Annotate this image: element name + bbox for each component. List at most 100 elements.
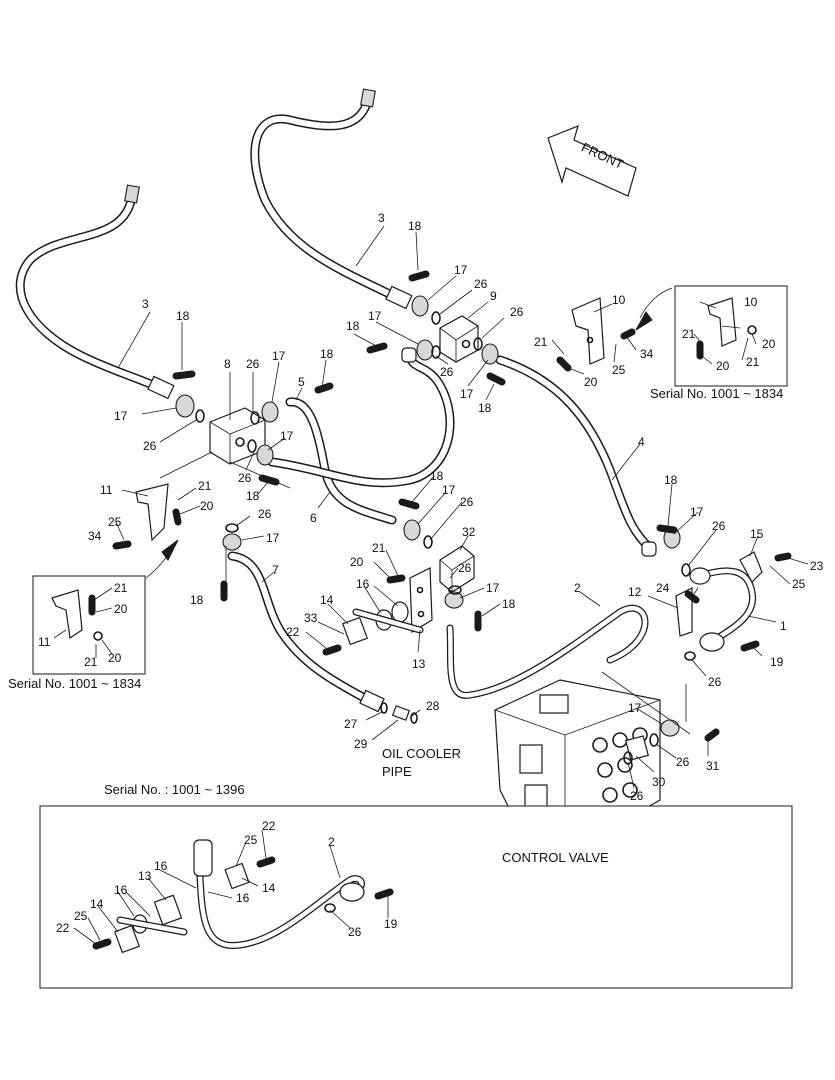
callout: 26 <box>630 789 644 803</box>
callout: 11 <box>100 483 113 497</box>
callout: 6 <box>310 511 317 525</box>
callout: 26 <box>460 495 474 509</box>
callout: 17 <box>442 483 456 497</box>
callout: 31 <box>706 759 720 773</box>
callout: 28 <box>426 699 440 713</box>
pipe-2 <box>446 604 649 699</box>
callout: 16 <box>114 883 128 897</box>
control-valve-label: CONTROL VALVE <box>502 850 609 865</box>
callout: 18 <box>176 309 190 323</box>
callout: 21 <box>114 581 128 595</box>
callout: 26 <box>510 305 524 319</box>
callout: 17 <box>280 429 294 443</box>
pipe-1 <box>689 567 757 652</box>
callout: 33 <box>304 611 318 625</box>
callout: 10 <box>612 293 626 307</box>
callout: 18 <box>320 347 334 361</box>
callout: 21 <box>198 479 212 493</box>
hose-6 <box>267 347 455 488</box>
callout: 18 <box>246 489 260 503</box>
callout: 21 <box>534 335 548 349</box>
callout: 18 <box>346 319 360 333</box>
clamp-15 <box>739 551 763 583</box>
front-direction-arrow: FRONT <box>547 124 637 197</box>
callout: 26 <box>238 471 252 485</box>
callout: 7 <box>272 563 279 577</box>
callout: 16 <box>236 891 250 905</box>
bracket-13 <box>409 567 433 634</box>
callout-numbers: 3 18 17 26 3 18 17 26 9 26 18 17 26 17 1… <box>8 211 824 939</box>
hose-5 <box>285 397 397 525</box>
callout: 30 <box>652 775 666 789</box>
callout: 20 <box>350 555 364 569</box>
callout: 26 <box>258 507 272 521</box>
callout: 34 <box>88 529 102 543</box>
callout: 32 <box>462 525 476 539</box>
callout: 14 <box>320 593 334 607</box>
callout: 14 <box>90 897 104 911</box>
callout: 14 <box>262 881 276 895</box>
callout: 20 <box>762 337 776 351</box>
callout: 17 <box>460 387 474 401</box>
callout: 26 <box>440 365 454 379</box>
callout: 13 <box>412 657 426 671</box>
callout: 11 <box>38 635 51 649</box>
callout: 27 <box>344 717 358 731</box>
callout: 17 <box>114 409 128 423</box>
callout: 3 <box>378 211 385 225</box>
bracket-10 <box>571 297 605 365</box>
callout: 18 <box>478 401 492 415</box>
callout: 8 <box>224 357 231 371</box>
callout: 20 <box>200 499 214 513</box>
callout: 20 <box>114 602 128 616</box>
callout: 26 <box>348 925 362 939</box>
callout: 25 <box>612 363 626 377</box>
bracket-12 <box>675 587 693 637</box>
leader-lines <box>53 225 809 945</box>
callout: 18 <box>430 469 444 483</box>
callout: 22 <box>56 921 70 935</box>
hose-3-upper <box>250 88 413 310</box>
callout: 17 <box>486 581 500 595</box>
callout: 26 <box>712 519 726 533</box>
bracket-11 <box>135 483 169 542</box>
callout: 16 <box>154 859 168 873</box>
serial-note-bottom: Serial No. : 1001 ~ 1396 <box>104 782 245 797</box>
callout: 10 <box>744 295 758 309</box>
hose-4 <box>495 355 657 557</box>
callout: 4 <box>638 435 645 449</box>
callout: 17 <box>690 505 704 519</box>
callout: 9 <box>490 289 497 303</box>
fittings <box>112 270 792 765</box>
callout: 22 <box>286 625 300 639</box>
callout: 19 <box>770 655 784 669</box>
callout: 25 <box>244 833 258 847</box>
callout: 19 <box>384 917 398 931</box>
callout: 2 <box>328 835 335 849</box>
callout: 18 <box>190 593 204 607</box>
callout: 13 <box>138 869 152 883</box>
callout: 17 <box>628 701 642 715</box>
callout: 21 <box>746 355 760 369</box>
inset-bottom <box>39 805 793 989</box>
callout: 16 <box>356 577 370 591</box>
callout: 18 <box>408 219 422 233</box>
callout: 26 <box>458 561 472 575</box>
callout: 22 <box>262 819 276 833</box>
callout: 17 <box>368 309 382 323</box>
callout: 25 <box>792 577 806 591</box>
callout: 12 <box>628 585 642 599</box>
callout: 3 <box>142 297 149 311</box>
callout: 15 <box>750 527 764 541</box>
callout: 18 <box>502 597 516 611</box>
callout: 26 <box>676 755 690 769</box>
callout: 5 <box>298 375 305 389</box>
callout: 25 <box>74 909 88 923</box>
oil-cooler-label-line-2: PIPE <box>382 764 412 779</box>
callout: 1 <box>780 619 787 633</box>
callout: 21 <box>372 541 386 555</box>
callout: 20 <box>584 375 598 389</box>
callout: 21 <box>682 327 696 341</box>
callout: 20 <box>108 651 122 665</box>
